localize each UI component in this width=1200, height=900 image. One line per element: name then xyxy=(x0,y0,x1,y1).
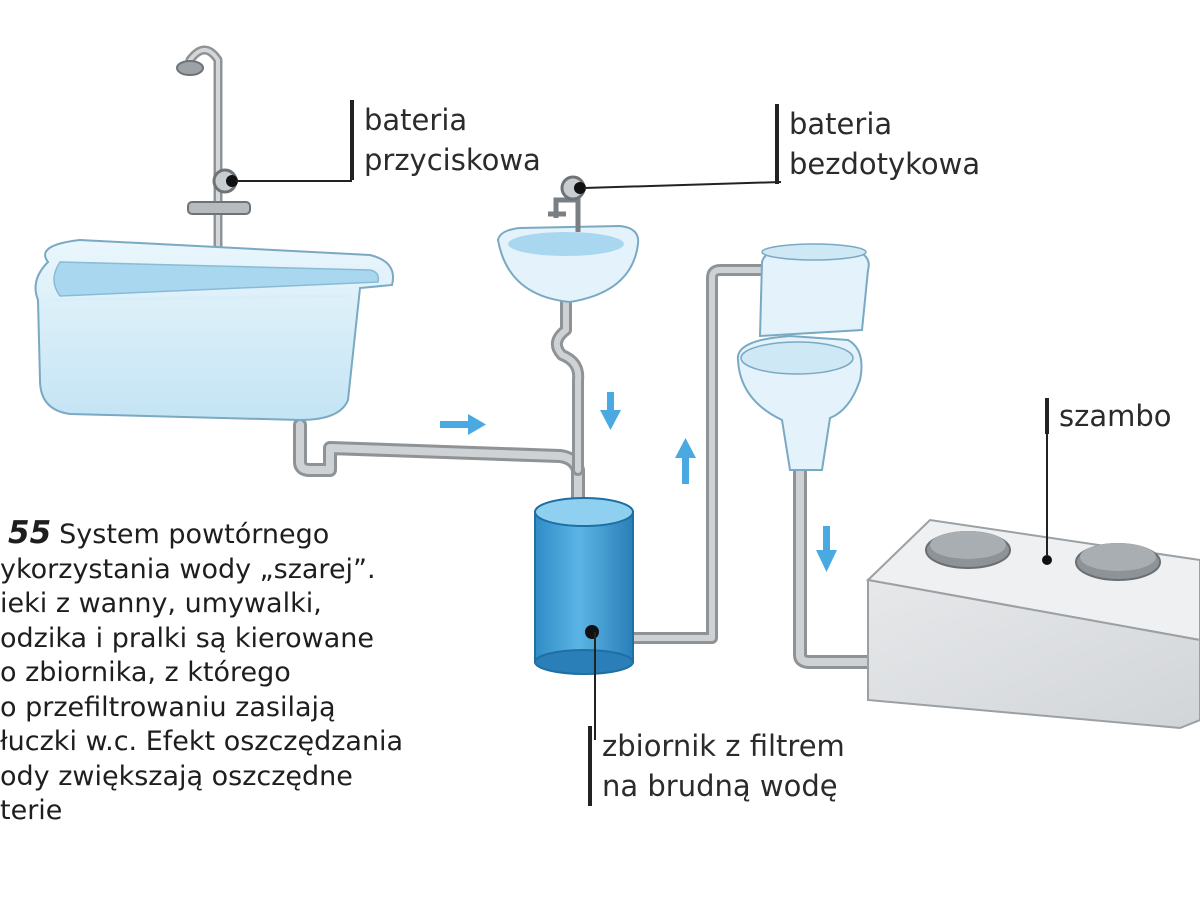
septic-marker xyxy=(1042,555,1052,565)
shower-head xyxy=(176,60,204,76)
arrow-up-icon xyxy=(675,438,696,484)
bathtub xyxy=(34,238,394,422)
caption-line: ody zwiększają oszczędne xyxy=(0,760,353,792)
flow-arrows xyxy=(440,392,837,572)
caption-line: o przefiltrowaniu zasilają xyxy=(0,691,336,723)
shower xyxy=(176,60,251,215)
label-septic: szambo xyxy=(1045,398,1172,434)
caption-line: ykorzystania wody „szarej”. xyxy=(0,553,376,585)
leader-lines xyxy=(236,180,1048,740)
caption-line: ieki z wanny, umywalki, xyxy=(0,588,322,619)
caption-line: o zbiornika, z którego xyxy=(0,657,291,688)
septic-tank xyxy=(865,518,1200,730)
supply-pipe xyxy=(626,264,776,644)
pipes xyxy=(185,45,875,669)
tub-faucet xyxy=(187,201,251,215)
toilet-drain-pipe xyxy=(793,463,875,669)
arrow-down-icon xyxy=(600,392,621,430)
label-sink-valve: bateria bezdotykowa xyxy=(775,104,980,184)
figure-number: 55 xyxy=(8,515,52,551)
sink xyxy=(496,175,640,304)
tank-marker xyxy=(585,625,599,639)
label-shower-valve: bateria przyciskowa xyxy=(350,100,541,180)
label-tank: zbiornik z filtrem na brudną wodę xyxy=(588,726,845,806)
caption-line: łuczki w.c. Efekt oszczędzania xyxy=(0,726,404,757)
arrow-right-icon xyxy=(440,414,486,435)
filter-tank xyxy=(534,497,634,675)
caption-line: terie xyxy=(0,795,63,826)
shower-pipe xyxy=(185,45,223,255)
toilet xyxy=(736,243,870,471)
caption-line: odzika i pralki są kierowane xyxy=(0,622,375,654)
tub-drain-pipe xyxy=(293,418,585,519)
arrow-down-icon xyxy=(816,526,837,572)
sink-faucet xyxy=(548,197,581,232)
